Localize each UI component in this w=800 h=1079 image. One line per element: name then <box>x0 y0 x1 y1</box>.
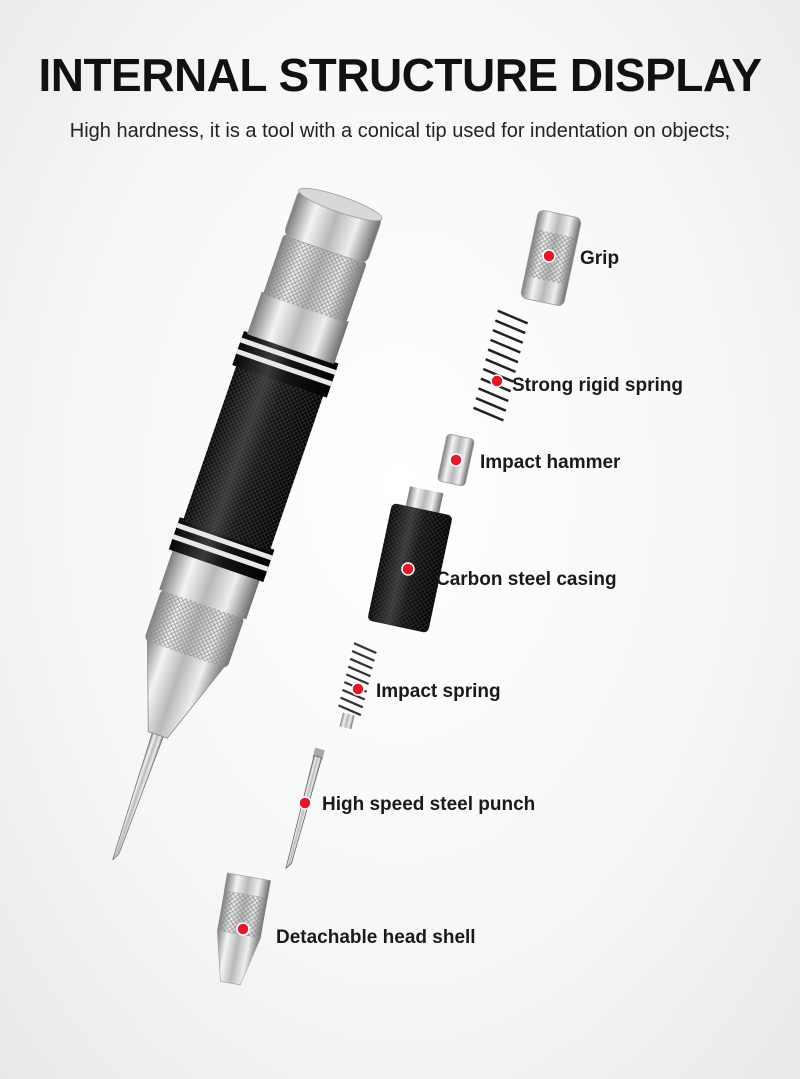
label-casing: Carbon steel casing <box>436 569 617 590</box>
label-impact-hammer: Impact hammer <box>480 452 621 473</box>
strong-spring-part <box>473 309 529 422</box>
marker-strong-spring <box>490 374 504 388</box>
marker-grip <box>542 249 556 263</box>
assembled-punch <box>112 187 383 861</box>
label-strong-spring: Strong rigid spring <box>512 375 683 396</box>
page-title: INTERNAL STRUCTURE DISPLAY <box>38 49 762 101</box>
marker-impact-spring <box>351 682 365 696</box>
label-head-shell: Detachable head shell <box>276 927 476 948</box>
label-grip: Grip <box>580 248 620 269</box>
marker-punch <box>298 796 312 810</box>
label-impact-spring: Impact spring <box>376 681 501 702</box>
page-subtitle: High hardness, it is a tool with a conic… <box>69 120 731 142</box>
label-punch: High speed steel punch <box>322 794 536 815</box>
head-shell-part <box>216 872 272 986</box>
casing-part <box>368 486 452 633</box>
marker-head-shell <box>236 922 250 936</box>
impact-spring-part <box>338 642 377 730</box>
marker-impact-hammer <box>449 453 463 467</box>
punch-pin-part <box>285 747 325 870</box>
marker-casing <box>401 562 415 576</box>
